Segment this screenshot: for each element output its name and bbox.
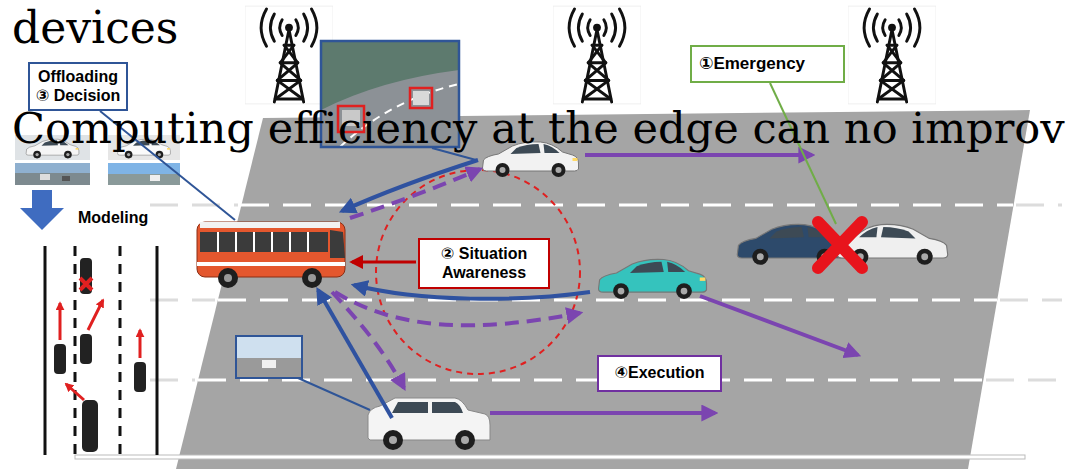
awareness-box: ② Situation Awareness	[418, 238, 550, 289]
bus	[197, 222, 345, 288]
box-label: Offloading ③ Decision	[34, 68, 122, 105]
body-text: Computing efficiency at the edge can no …	[12, 103, 1065, 155]
box-label: ② Situation Awareness	[425, 245, 543, 282]
awareness-range	[376, 170, 580, 374]
step-label: Modeling	[78, 209, 148, 227]
emergency-box: ①Emergency	[690, 45, 845, 83]
vehicles	[368, 142, 948, 450]
modeling-arrow	[20, 190, 64, 230]
communication-arrows	[318, 155, 858, 418]
road	[75, 110, 1062, 469]
box-label: ①Emergency	[699, 54, 805, 74]
crash-mark	[818, 222, 862, 268]
lane-model	[45, 246, 157, 455]
heading-text: devices	[12, 2, 178, 55]
execution-box: ④Execution	[597, 355, 722, 392]
box-label: ④Execution	[614, 364, 704, 382]
